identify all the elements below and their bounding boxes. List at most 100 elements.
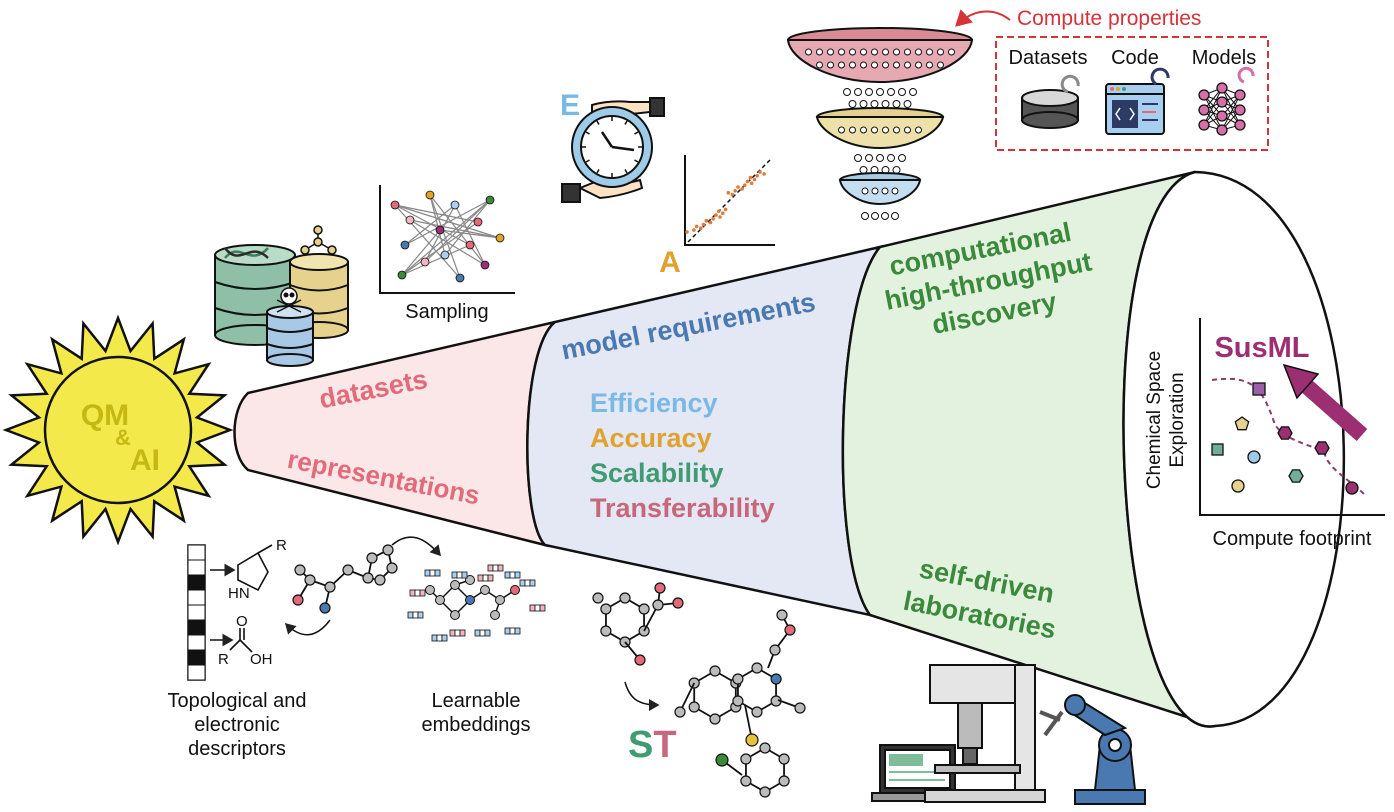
nn-node	[1216, 110, 1228, 122]
funnel-hole	[871, 61, 878, 69]
funnel-hole	[849, 61, 856, 69]
susml-label: SusML	[1214, 332, 1309, 364]
embed-node	[490, 610, 500, 620]
embedding-cell	[407, 611, 414, 619]
funnel-hole	[881, 212, 889, 220]
susml-point	[1211, 443, 1224, 456]
st-atom	[770, 673, 782, 685]
embedding-cell	[504, 627, 511, 635]
funnel-hole	[882, 126, 889, 134]
cone	[233, 170, 1346, 728]
sampling-edge	[444, 199, 491, 256]
funnel-stack	[786, 27, 974, 220]
funnel-hole	[893, 61, 900, 69]
funnel-hole	[882, 48, 889, 56]
funnel-hole	[870, 100, 879, 108]
embedding-cell	[414, 589, 421, 597]
sampling-node	[465, 240, 475, 250]
stopwatch-tick	[596, 169, 600, 174]
sun-amp: &	[115, 425, 131, 450]
funnel-hole	[887, 154, 895, 162]
item-code: Code	[1111, 47, 1159, 69]
sun: QM & AI	[2, 314, 234, 546]
embedding-cell	[477, 574, 484, 582]
parity-point	[752, 177, 757, 182]
funnel-hole	[849, 126, 856, 134]
embedding-vector	[529, 604, 546, 612]
fingerprint-bit	[187, 634, 206, 651]
sampling-plot: Sampling	[379, 185, 515, 323]
descriptors-figure: R HN O R OH Topological and electronic d…	[168, 536, 441, 760]
embeddings-line-1: Learnable	[432, 690, 521, 712]
embedding-cell	[431, 634, 438, 642]
sampling-network	[390, 190, 505, 283]
parity-point	[714, 213, 718, 217]
st-atom	[740, 753, 752, 765]
sampling-edge	[409, 219, 486, 266]
embedding-cell	[487, 564, 494, 572]
fingerprint-bit	[187, 619, 206, 636]
parity-point	[745, 179, 750, 184]
item-models: Models	[1192, 47, 1256, 69]
funnel-large-holes	[805, 48, 955, 108]
fingerprint-bit	[187, 604, 206, 621]
sampling-node	[435, 225, 445, 235]
sampling-edge	[401, 244, 471, 276]
nn-node	[1216, 82, 1228, 94]
embedding-cell	[424, 569, 431, 577]
parity-point	[708, 220, 713, 225]
lab-instrument	[924, 664, 1046, 803]
embedding-cell	[509, 627, 516, 635]
requirement-efficiency: Efficiency	[590, 388, 718, 418]
embedding-cell	[504, 571, 511, 579]
sampling-edge	[454, 204, 486, 266]
funnel-hole	[871, 48, 878, 56]
embed-node	[435, 595, 445, 605]
embeddings-caption: Learnable embeddings	[422, 690, 531, 736]
mol-atom	[382, 544, 394, 556]
susml-plot: SusML Chemical Space Exploration Compute…	[1144, 318, 1385, 550]
embedding-cell	[459, 629, 466, 637]
nn-node	[1234, 104, 1246, 116]
st-atom	[732, 673, 744, 685]
embedding-cell	[524, 579, 531, 587]
sampling-edge	[429, 194, 461, 279]
funnel-hole	[849, 48, 856, 56]
parity-point	[701, 222, 706, 227]
fingerprint-bar	[187, 544, 206, 681]
imidazole-HN: HN	[228, 585, 250, 602]
sampling-edge	[394, 204, 479, 223]
st-atom	[794, 702, 806, 714]
mol-atom	[366, 552, 378, 564]
funnel-hole	[926, 61, 933, 69]
acid-O: O	[236, 613, 248, 630]
embedding-cell	[509, 571, 516, 579]
descriptors-line-1: Topological and	[168, 690, 307, 712]
mol-atom	[342, 564, 354, 576]
embed-node	[480, 585, 490, 595]
embeddings-figure: Learnable embeddings	[407, 564, 546, 736]
lab-equipment	[871, 664, 1146, 805]
funnel-hole	[827, 61, 834, 69]
sampling-node	[495, 233, 505, 243]
funnel-small	[838, 172, 922, 220]
sampling-node	[440, 250, 450, 260]
funnel-hole	[860, 61, 867, 69]
mol-atom	[292, 594, 304, 606]
funnel-hole	[854, 88, 862, 96]
parity-point	[749, 181, 754, 186]
st-atom	[751, 706, 763, 718]
sampling-node	[455, 273, 465, 283]
embedding-vector	[519, 579, 536, 587]
embedding-cell	[534, 604, 541, 612]
embedding-vector	[424, 569, 441, 577]
funnel-hole	[948, 48, 955, 56]
sampling-node	[397, 270, 407, 280]
funnel-hole	[876, 154, 884, 162]
compute-properties: Compute properties Datasets Code Models	[955, 7, 1269, 151]
acid-structure	[210, 628, 253, 653]
embedding-cell	[514, 571, 521, 579]
st-atom	[672, 597, 684, 609]
parity-point	[743, 183, 747, 187]
